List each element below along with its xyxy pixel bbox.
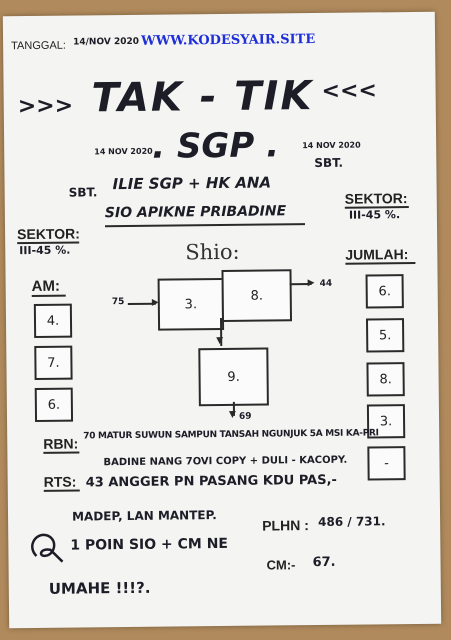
rts-line-1: 43 ANGGER PN PASANG KDU PAS,- (85, 472, 337, 491)
tanggal-value: 14/NOV 2020 (73, 36, 140, 48)
jumlah-box-5: - (367, 446, 406, 481)
heading-line-2: SIO APIKNE PRIBADINE (104, 203, 287, 222)
tanggal-label: TANGGAL: (11, 39, 66, 53)
rts-label: RTS: (43, 473, 77, 490)
heading-line-1: ILIE SGP + HK ANA (112, 173, 272, 194)
rbn-line-2: BADINE NANG 7OVI COPY + DULI - KACOPY. (103, 454, 348, 469)
diagram-bottom-out: 69 (238, 411, 252, 422)
am-label: AM: (31, 277, 61, 295)
shio-label: Shio: (185, 239, 240, 265)
jumlah-label: JUMLAH: (345, 246, 409, 263)
title-right-arrows: <<< (321, 78, 378, 104)
am-underline (31, 294, 66, 297)
closing-line-2: UMAHE !!!?. (48, 578, 151, 598)
jumlah-box-3: 8. (366, 362, 405, 397)
cm-label: CM:- (266, 557, 296, 573)
date-left: 14 NOV 2020 (94, 146, 153, 157)
diagram-box-b: 8. (221, 269, 293, 322)
rts-underline (43, 489, 80, 492)
title-left-arrows: >>> (17, 93, 74, 120)
diagram-right-out: 44 (319, 278, 333, 289)
sektor-left-value: III-45 %. (19, 243, 71, 258)
scribble-mark-icon (31, 533, 64, 563)
closing-line-1: 1 POIN SIO + CM NE (70, 535, 229, 554)
jumlah-underline (345, 261, 416, 265)
day-left: SBT. (68, 185, 98, 200)
diagram-box-c: 9. (198, 347, 269, 407)
rbn-underline (43, 451, 80, 454)
rbn-label: RBN: (43, 435, 79, 452)
sektor-right-label: SEKTOR: (344, 190, 408, 207)
diagram-box-a: 3. (157, 277, 225, 331)
plhn-label: PLHN : (262, 517, 309, 534)
jumlah-box-2: 5. (365, 318, 405, 353)
plhn-value: 486 / 731. (318, 514, 386, 530)
market-title: . SGP . (151, 125, 280, 167)
date-right: 14 NOV 2020 (302, 140, 361, 151)
website-url[interactable]: WWW.KODESYAIR.SITE (140, 32, 316, 49)
am-box-3: 6. (34, 387, 74, 422)
paper-sheet: TANGGAL: 14/NOV 2020 WWW.KODESYAIR.SITE … (2, 11, 442, 629)
rbn-line-1: 70 MATUR SUWUN SAMPUN TANSAH NGUNJUK 5A … (83, 428, 379, 442)
bottom-arrowhead-icon: ▼ (228, 409, 236, 420)
day-right: SBT. (314, 155, 344, 171)
cm-value: 67. (312, 554, 336, 571)
heading-underline (105, 223, 306, 228)
rts-line-2: MADEP, LAN MANTEP. (71, 508, 217, 524)
am-box-2: 7. (34, 345, 73, 380)
sektor-left-label: SEKTOR: (17, 225, 80, 243)
right-arrowhead-icon: ▶ (307, 278, 315, 289)
down-arrowhead-icon: ▼ (216, 335, 224, 347)
am-box-1: 4. (33, 303, 73, 338)
jumlah-box-1: 6. (365, 274, 404, 309)
sektor-right-value: III-45 %. (348, 208, 401, 222)
diagram-left-in: 75 (111, 297, 125, 308)
title-main: TAK - TIK (91, 73, 314, 122)
